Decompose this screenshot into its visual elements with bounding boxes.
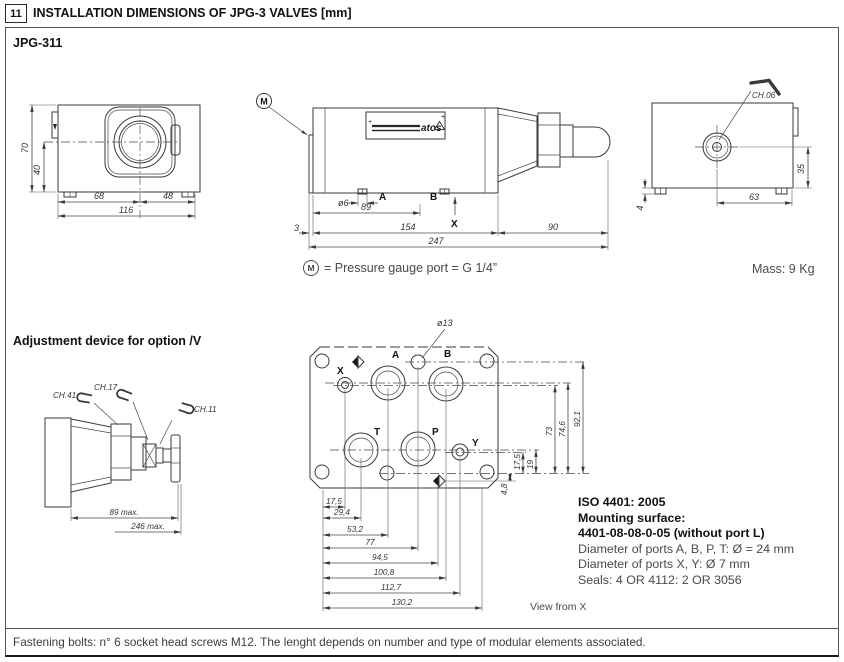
mount-port-t-label: T <box>374 427 380 438</box>
dim-89max: 89 max. <box>109 508 138 517</box>
pressure-gauge-note: M = Pressure gauge port = G 1/4” <box>303 260 497 276</box>
dim-end-35: 35 <box>796 163 806 174</box>
mount-port-y-label: Y <box>472 438 479 449</box>
atos-logo-triangle <box>433 120 446 130</box>
dim-mount-53-2: 53,2 <box>347 525 363 534</box>
detail-arrow-icon <box>53 124 57 130</box>
iso-line-6: Seals: 4 OR 4112: 2 OR 3056 <box>578 572 742 587</box>
dim-246max: 246 max. <box>130 522 165 531</box>
dim-mount-130-2: 130,2 <box>392 598 413 607</box>
mounting-vertical-dimensions: 4,8 17,5 19 73 74,6 92,1 <box>500 361 585 495</box>
gauge-port-callout: M <box>256 93 308 136</box>
side-view-body: atos + + A B <box>308 107 611 203</box>
dim-mount-112-7: 112,7 <box>381 583 401 592</box>
side-view-dimensions: ø6 89 X 3 154 90 247 <box>294 160 609 250</box>
nameplate-mark-left: + <box>368 119 372 126</box>
dim-mount-17-5v: 17,5 <box>513 454 522 470</box>
iso-line-1: ISO 4401: 2005 <box>578 495 666 509</box>
iso-line-4: Diameter of ports A, B, P, T: Ø = 24 mm <box>578 541 795 556</box>
dim-side-90: 90 <box>548 222 558 232</box>
dim-mount-4-8: 4,8 <box>500 483 509 495</box>
dim-mount-29-4: 29,4 <box>333 508 350 517</box>
mounting-plate: X A B T P Y ø13 <box>309 318 499 489</box>
dim-end-63: 63 <box>749 192 759 202</box>
mounting-centerlines <box>322 361 589 611</box>
end-view-body <box>651 102 799 195</box>
dim-mount-73: 73 <box>545 426 554 436</box>
footer-bar <box>5 628 839 657</box>
dim-mount-19: 19 <box>526 459 535 469</box>
gauge-port-symbol-inline: M <box>303 260 319 276</box>
model-label: JPG-311 <box>13 36 63 50</box>
mounting-surface-drawing: X A B T P Y ø13 4,8 17,5 19 73 74, <box>309 318 589 613</box>
dim-mount-100-8: 100,8 <box>374 568 395 577</box>
gauge-port-letter: M <box>260 97 268 107</box>
mount-port-a-label: A <box>392 350 399 361</box>
dim-end-4: 4 <box>635 205 645 210</box>
ch17-label: CH.17 <box>94 383 118 392</box>
dim-front-40: 40 <box>32 165 42 175</box>
dim-mount-77: 77 <box>365 538 375 547</box>
iso-line-3: 4401-08-08-0-05 (without port L) <box>578 526 765 541</box>
dim-side-154: 154 <box>400 222 415 232</box>
dim-side-89: 89 <box>361 202 371 212</box>
dim-mount-92-1: 92,1 <box>573 411 582 427</box>
mount-port-p-label: P <box>432 427 439 438</box>
iso-line-5: Diameter of ports X, Y: Ø 7 mm <box>578 557 750 572</box>
wrench-icon-ch17 <box>116 388 133 402</box>
ch11-label: CH.11 <box>194 405 217 414</box>
side-axis-x-label: X <box>451 219 458 230</box>
view-from-x-label: View from X <box>530 601 586 613</box>
dim-side-3: 3 <box>294 223 299 233</box>
section-title: INSTALLATION DIMENSIONS OF JPG-3 VALVES … <box>33 6 352 20</box>
gauge-note-text: = Pressure gauge port = G 1/4” <box>324 261 498 275</box>
adjustment-dimensions: 89 max. 246 max. <box>70 484 182 535</box>
adjustment-title: Adjustment device for option /V <box>13 334 202 348</box>
dim-front-116: 116 <box>119 205 133 215</box>
ch41-label: CH.41 <box>53 391 76 400</box>
front-view-drawing: 70 40 68 48 116 <box>20 104 201 219</box>
mounting-horizontal-dimensions: 17,5 29,4 53,2 77 94,5 100,8 112,7 130,2 <box>322 497 483 610</box>
side-port-b-label: B <box>430 192 437 203</box>
allen-key-icon <box>749 78 781 96</box>
side-view-drawing: M atos + + A B <box>256 93 611 250</box>
mount-port-x-label: X <box>337 366 344 377</box>
side-port-a-label: A <box>379 192 386 203</box>
nameplate-mark-right: + <box>441 114 445 121</box>
dim-front-68: 68 <box>94 191 104 201</box>
end-ch06-label: CH.06 <box>752 91 776 100</box>
mount-dia13-label: ø13 <box>437 318 453 328</box>
dim-front-48: 48 <box>163 191 173 201</box>
section-number-box: 11 <box>5 4 27 23</box>
wrench-icon-ch41 <box>76 392 93 404</box>
adjustment-knob <box>497 107 611 183</box>
dim-side-247: 247 <box>427 236 444 246</box>
iso-spec-block: ISO 4401: 2005 Mounting surface: 4401-08… <box>578 495 833 589</box>
dim-front-70: 70 <box>20 143 30 153</box>
front-view-body <box>44 104 201 218</box>
dim-mount-17-5: 17,5 <box>326 497 342 506</box>
atos-nameplate: atos + + <box>365 111 446 140</box>
footer-note: Fastening bolts: n° 6 socket head screws… <box>13 635 646 649</box>
dim-side-dia6: ø6 <box>338 198 349 208</box>
adjustment-device-body <box>44 417 181 508</box>
end-view-drawing: CH.06 35 63 4 <box>635 78 812 211</box>
mount-port-b-label: B <box>444 349 451 360</box>
wrench-icon-ch11 <box>178 402 195 415</box>
hex-key-callout: CH.06 <box>718 78 781 141</box>
end-view-dimensions: 35 63 4 <box>635 146 812 211</box>
iso-line-2: Mounting surface: <box>578 510 686 525</box>
dim-mount-94-5: 94,5 <box>372 553 388 562</box>
datum-diamond-bottom <box>433 473 446 489</box>
wrench-callouts: CH.41 CH.17 CH.11 <box>53 383 217 445</box>
dim-mount-74-6: 74,6 <box>558 421 567 437</box>
front-view-dimensions: 70 40 68 48 116 <box>20 104 196 219</box>
gauge-port-symbol <box>256 93 272 109</box>
datum-diamond-top <box>352 354 365 370</box>
mass-note: Mass: 9 Kg <box>752 262 815 276</box>
atos-logo-text: atos <box>421 123 442 134</box>
adjustment-device-drawing: CH.41 CH.17 CH.11 89 max. 246 max. <box>44 383 217 535</box>
